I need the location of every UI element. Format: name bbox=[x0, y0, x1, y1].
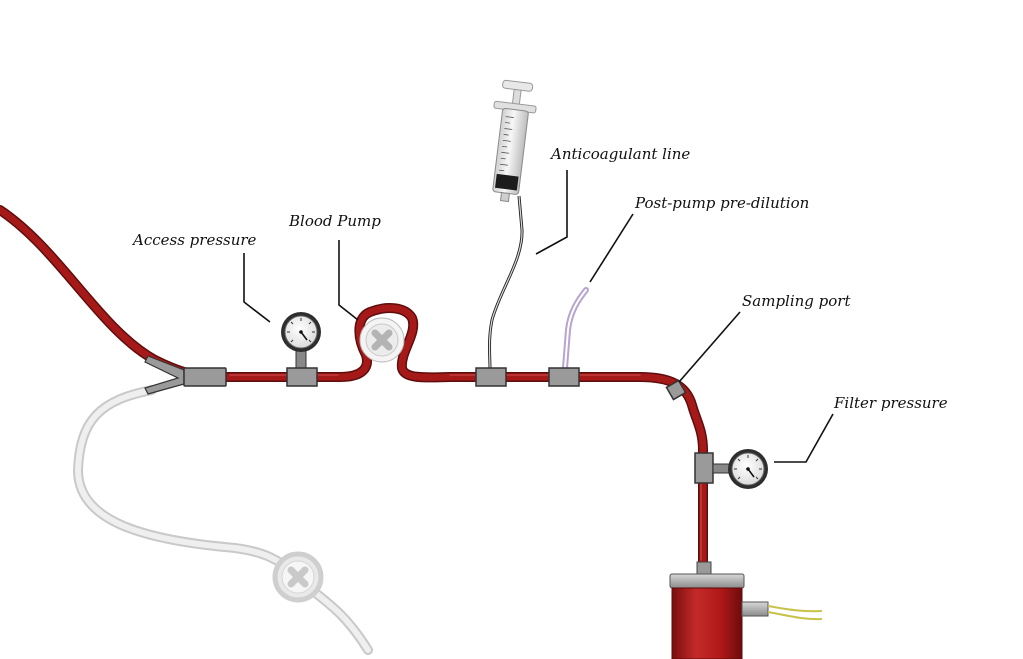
filter-pressure-gauge-icon bbox=[694, 449, 768, 489]
label-filter-pressure: Filter pressure bbox=[833, 394, 948, 412]
prediluation-line bbox=[548, 287, 589, 387]
sampling-port bbox=[665, 379, 687, 401]
anticoagulant-line bbox=[475, 195, 524, 387]
label-anticoagulant-line: Anticoagulant line bbox=[549, 145, 690, 163]
leader-lines bbox=[243, 170, 834, 463]
label-blood-pump: Blood Pump bbox=[288, 212, 381, 230]
leader-blood-pump bbox=[338, 240, 359, 321]
y-junction bbox=[144, 355, 227, 395]
label-access-pressure: Access pressure bbox=[131, 231, 257, 249]
label-post-pump-pre-dilution: Post-pump pre-dilution bbox=[634, 194, 809, 212]
syringe-icon bbox=[492, 79, 537, 203]
leader-prediluation bbox=[589, 213, 634, 283]
filter-icon bbox=[669, 561, 823, 659]
blood-pump-icon bbox=[359, 317, 405, 363]
access-pressure-gauge-icon bbox=[281, 312, 321, 387]
leader-filter-pressure bbox=[774, 413, 834, 463]
return-line bbox=[73, 385, 373, 655]
leader-sampling-port bbox=[678, 311, 741, 383]
leader-access-pressure bbox=[243, 253, 271, 323]
leader-anticoagulant bbox=[535, 170, 568, 255]
return-pump-icon bbox=[272, 551, 324, 603]
label-sampling-port: Sampling port bbox=[742, 292, 851, 310]
